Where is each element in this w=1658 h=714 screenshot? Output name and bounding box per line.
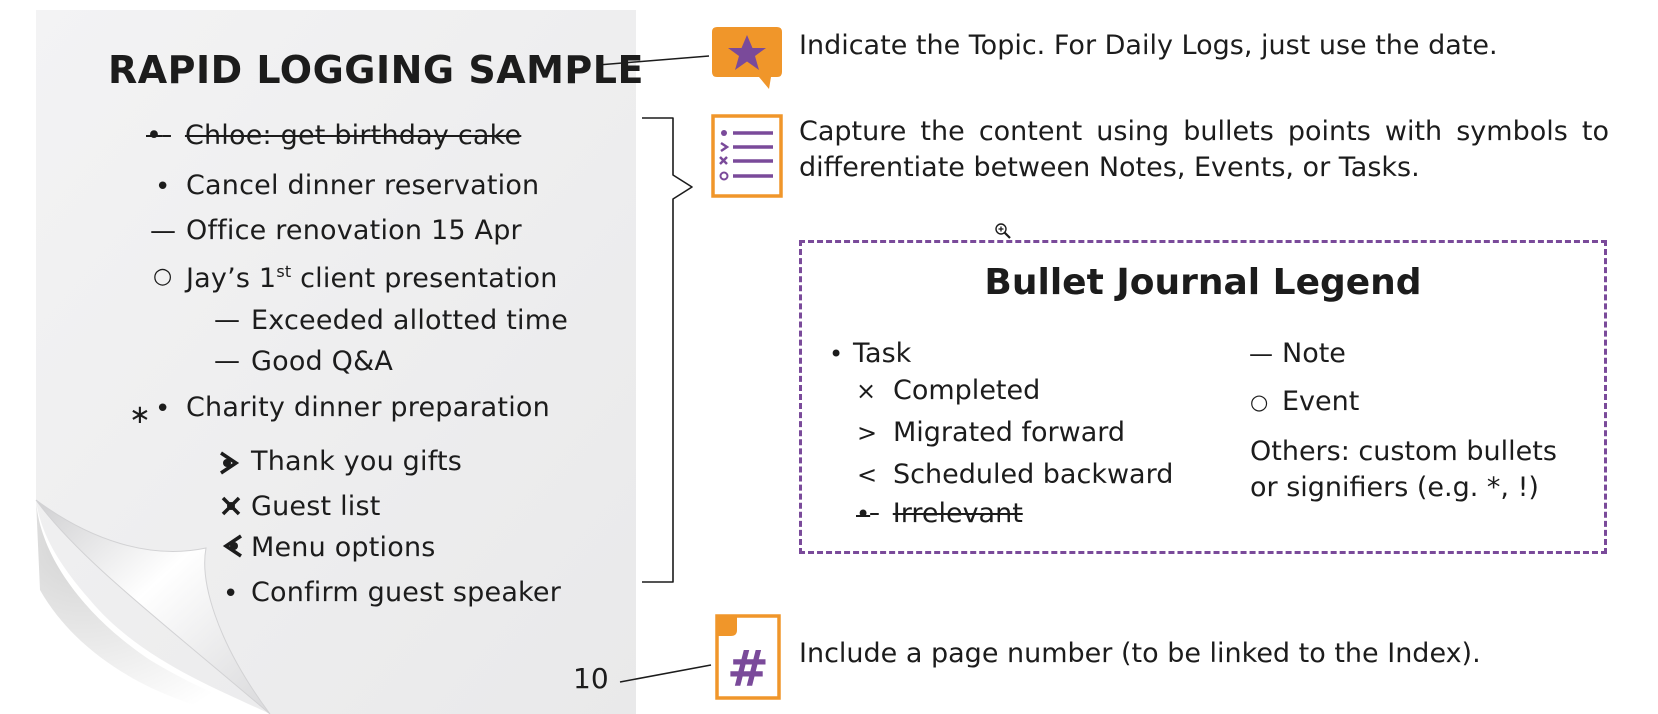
legend-box (799, 240, 1607, 554)
event-circle: ○ (153, 264, 173, 289)
svg-text:#: # (727, 640, 769, 698)
completed-bullet-icon (221, 496, 241, 516)
legend-scheduled-symbol: < (857, 461, 878, 489)
zoom-in-cursor-icon (995, 223, 1011, 239)
task-bullet: • (146, 120, 163, 151)
note-dash: — (150, 216, 176, 246)
task-bullet: • (155, 172, 171, 202)
legend-irrelevant-label: Irrelevant (892, 498, 1023, 529)
note-dash: — (214, 346, 240, 376)
legend-event-symbol: ○ (1250, 390, 1269, 414)
priority-signifier: ∗ (129, 400, 151, 430)
entry-text: Jay’s 1st client presentation (186, 262, 558, 294)
legend-migrated-symbol: > (857, 419, 878, 447)
hashtag-note-icon: # (715, 614, 781, 700)
entry-text: Menu options (251, 532, 436, 563)
legend-completed-symbol: × (856, 377, 877, 405)
note-dash: — (214, 305, 240, 335)
migrated-bullet-icon (220, 451, 240, 475)
legend-task-symbol: • (829, 340, 844, 368)
entry-text: Guest list (251, 491, 381, 522)
entry-text: Charity dinner preparation (186, 392, 550, 423)
star-speech-bubble-icon (712, 27, 782, 89)
page-title: RAPID LOGGING SAMPLE (108, 48, 644, 92)
paper-page (35, 10, 636, 714)
entry-text: Chloe: get birthday cake (184, 120, 522, 151)
bullet-list-icon (711, 114, 783, 198)
title-connector-line (597, 55, 710, 66)
page-curl (35, 499, 271, 714)
task-bullet: • (223, 579, 239, 609)
legend-others-text: Others: custom bullets or signifiers (e.… (1250, 436, 1557, 503)
entry-text: Confirm guest speaker (251, 577, 562, 608)
legend-irrelevant: • Irrelevant (856, 498, 1028, 529)
struck-entry: • Chloe: get birthday cake (146, 120, 524, 151)
entry-text: Good Q&A (251, 346, 394, 377)
page-number: 10 (573, 662, 609, 695)
legend-event-label: Event (1282, 386, 1360, 417)
entry-text: Cancel dinner reservation (186, 170, 540, 201)
legend-title: Bullet Journal Legend (984, 262, 1422, 303)
legend-note-label: Note (1282, 338, 1346, 369)
legend-completed-label: Completed (893, 375, 1041, 406)
entry-text: Office renovation 15 Apr (186, 215, 522, 246)
content-bracket (642, 117, 693, 583)
content-callout-text: Capture the content using bullets points… (799, 116, 1609, 183)
entry-text: Exceeded allotted time (251, 305, 569, 336)
legend-migrated-label: Migrated forward (893, 417, 1126, 448)
page-number-connector-line (619, 664, 712, 683)
topic-callout-text: Indicate the Topic. For Daily Logs, just… (799, 30, 1498, 61)
legend-task-label: Task (853, 338, 912, 369)
page-number-callout-text: Include a page number (to be linked to t… (799, 638, 1481, 669)
legend-irrelevant-symbol: • (856, 500, 871, 528)
task-bullet: • (155, 394, 171, 424)
legend-scheduled-label: Scheduled backward (893, 459, 1174, 490)
legend-note-symbol: — (1249, 340, 1273, 368)
entry-text: Thank you gifts (251, 446, 462, 477)
scheduled-bullet-icon (222, 534, 242, 558)
